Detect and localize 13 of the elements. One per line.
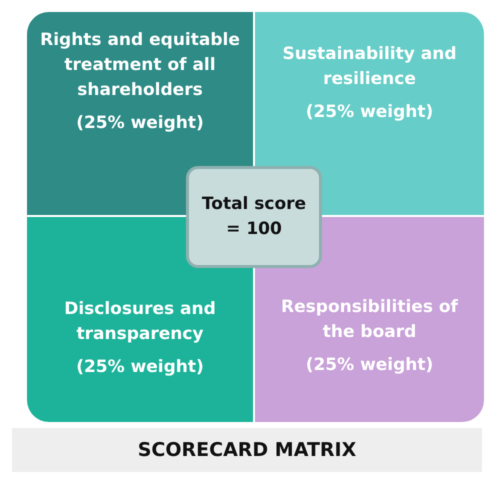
- quadrant-panel: [255, 12, 484, 215]
- category-title: Sustainability and resilience: [282, 43, 458, 91]
- weight-label: (25% weight): [76, 112, 204, 135]
- category-title: Responsibilities of the board: [280, 296, 459, 344]
- center-box: [186, 166, 322, 268]
- caption: SCORECARD MATRIX: [138, 439, 356, 461]
- category-title: Rights and equitable treatment of all shareholders: [39, 29, 241, 102]
- weight-label: (25% weight): [76, 356, 204, 379]
- quadrant-panel: [27, 12, 253, 215]
- weight-label: (25% weight): [306, 101, 434, 124]
- total-label: Total score = 100: [200, 193, 308, 241]
- weight-label: (25% weight): [306, 354, 434, 377]
- category-title: Disclosures and transparency: [63, 298, 217, 346]
